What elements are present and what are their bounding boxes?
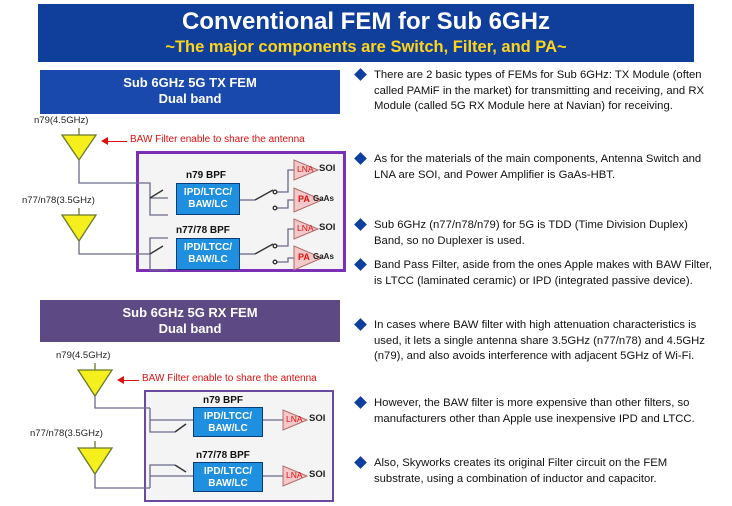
- page-title: Conventional FEM for Sub 6GHz: [181, 8, 550, 35]
- tx-fem-title: Sub 6GHz 5G TX FEM Dual band: [40, 70, 340, 114]
- bullet-text: As for the materials of the main compone…: [374, 153, 702, 181]
- bullet-text: Sub 6GHz (n77/n78/n79) for 5G is TDD (Ti…: [374, 219, 688, 247]
- bullet-text: However, the BAW filter is more expensiv…: [374, 397, 695, 425]
- rx-filter-n77-line2: BAW/LC: [208, 478, 248, 489]
- tx-bpf2-label: n77/78 BPF: [176, 225, 230, 236]
- tx-lna1-label: LNA: [297, 164, 314, 174]
- tx-baw-arrow-icon: [101, 137, 127, 145]
- tx-module-box: [136, 151, 346, 272]
- tx-lna2-label: LNA: [297, 223, 314, 233]
- rx-filter-n79: IPD/LTCC/ BAW/LC: [193, 407, 263, 437]
- rx-filter-n79-line1: IPD/LTCC/: [203, 411, 253, 422]
- rx-fem-title: Sub 6GHz 5G RX FEM Dual band: [40, 300, 340, 342]
- rx-filter-n77: IPD/LTCC/ BAW/LC: [193, 462, 263, 492]
- rx-antenna-n79-icon: [76, 369, 114, 398]
- bullet-text: Band Pass Filter, aside from the ones Ap…: [374, 259, 713, 287]
- bullet-text: There are 2 basic types of FEMs for Sub …: [374, 69, 705, 113]
- rx-switch-icons: [174, 423, 187, 473]
- bullet-text: In cases where BAW filter with high atte…: [374, 319, 705, 363]
- rx-soi1-label: SOI: [309, 413, 326, 424]
- tx-filter-n79: IPD/LTCC/ BAW/LC: [176, 183, 240, 215]
- rx-antenna-n77-icon: [76, 447, 114, 476]
- rx-filter-n77-line1: IPD/LTCC/: [203, 466, 253, 477]
- tx-title-line1: Sub 6GHz 5G TX FEM: [123, 75, 257, 90]
- tx-baw-note: BAW Filter enable to share the antenna: [130, 134, 305, 145]
- rx-baw-note: BAW Filter enable to share the antenna: [142, 373, 317, 384]
- rx-lna-n77-icon: [282, 465, 309, 487]
- page-subtitle: ~The major components are Switch, Filter…: [165, 38, 567, 56]
- tx-filter-n79-line1: IPD/LTCC/: [183, 187, 233, 198]
- tx-filter-n77-line2: BAW/LC: [188, 254, 228, 265]
- bullet-text: Also, Skyworks creates its original Filt…: [374, 457, 668, 485]
- tx-switch-icons: [149, 189, 278, 265]
- rx-lna-n79-icon: [282, 409, 309, 431]
- rx-soi2-label: SOI: [309, 469, 326, 480]
- tx-ant1-label: n79(4.5GHz): [34, 115, 89, 126]
- tx-bpf1-label: n79 BPF: [186, 170, 227, 181]
- rx-filter-n79-line2: BAW/LC: [208, 423, 248, 434]
- tx-pa-n79-icon: [293, 187, 324, 213]
- tx-ant2-label: n77/n78(3.5GHz): [22, 195, 95, 206]
- rx-ant1-label: n79(4.5GHz): [56, 350, 111, 361]
- rx-lna2-label: LNA: [286, 470, 303, 480]
- rx-bpf1-label: n79 BPF: [203, 395, 244, 406]
- tx-soi1-label: SOI: [319, 163, 336, 174]
- tx-pa1-label: PA: [298, 194, 310, 204]
- tx-lna-n79-icon: [293, 159, 320, 181]
- rx-baw-arrow-icon: [117, 376, 139, 384]
- tx-pa-n77-icon: [293, 245, 324, 271]
- tx-gaas1-label: GaAs: [313, 194, 334, 203]
- tx-antenna-n77-icon: [60, 214, 98, 243]
- tx-lna-n77-icon: [293, 218, 320, 240]
- header-banner: Conventional FEM for Sub 6GHz ~The major…: [38, 4, 694, 62]
- rx-bpf2-label: n77/78 BPF: [196, 450, 250, 461]
- tx-filter-n77: IPD/LTCC/ BAW/LC: [176, 238, 240, 270]
- tx-gaas2-label: GaAs: [313, 252, 334, 261]
- tx-title-line2: Dual band: [158, 91, 222, 106]
- tx-pa2-label: PA: [298, 252, 310, 262]
- rx-title-line1: Sub 6GHz 5G RX FEM: [122, 305, 258, 320]
- rx-ant2-label: n77/n78(3.5GHz): [30, 428, 103, 439]
- rx-title-line2: Dual band: [158, 321, 222, 336]
- tx-soi2-label: SOI: [319, 222, 336, 233]
- tx-filter-n79-line2: BAW/LC: [188, 199, 228, 210]
- rx-lna1-label: LNA: [286, 414, 303, 424]
- tx-antenna-n79-icon: [60, 134, 98, 162]
- tx-filter-n77-line1: IPD/LTCC/: [183, 242, 233, 253]
